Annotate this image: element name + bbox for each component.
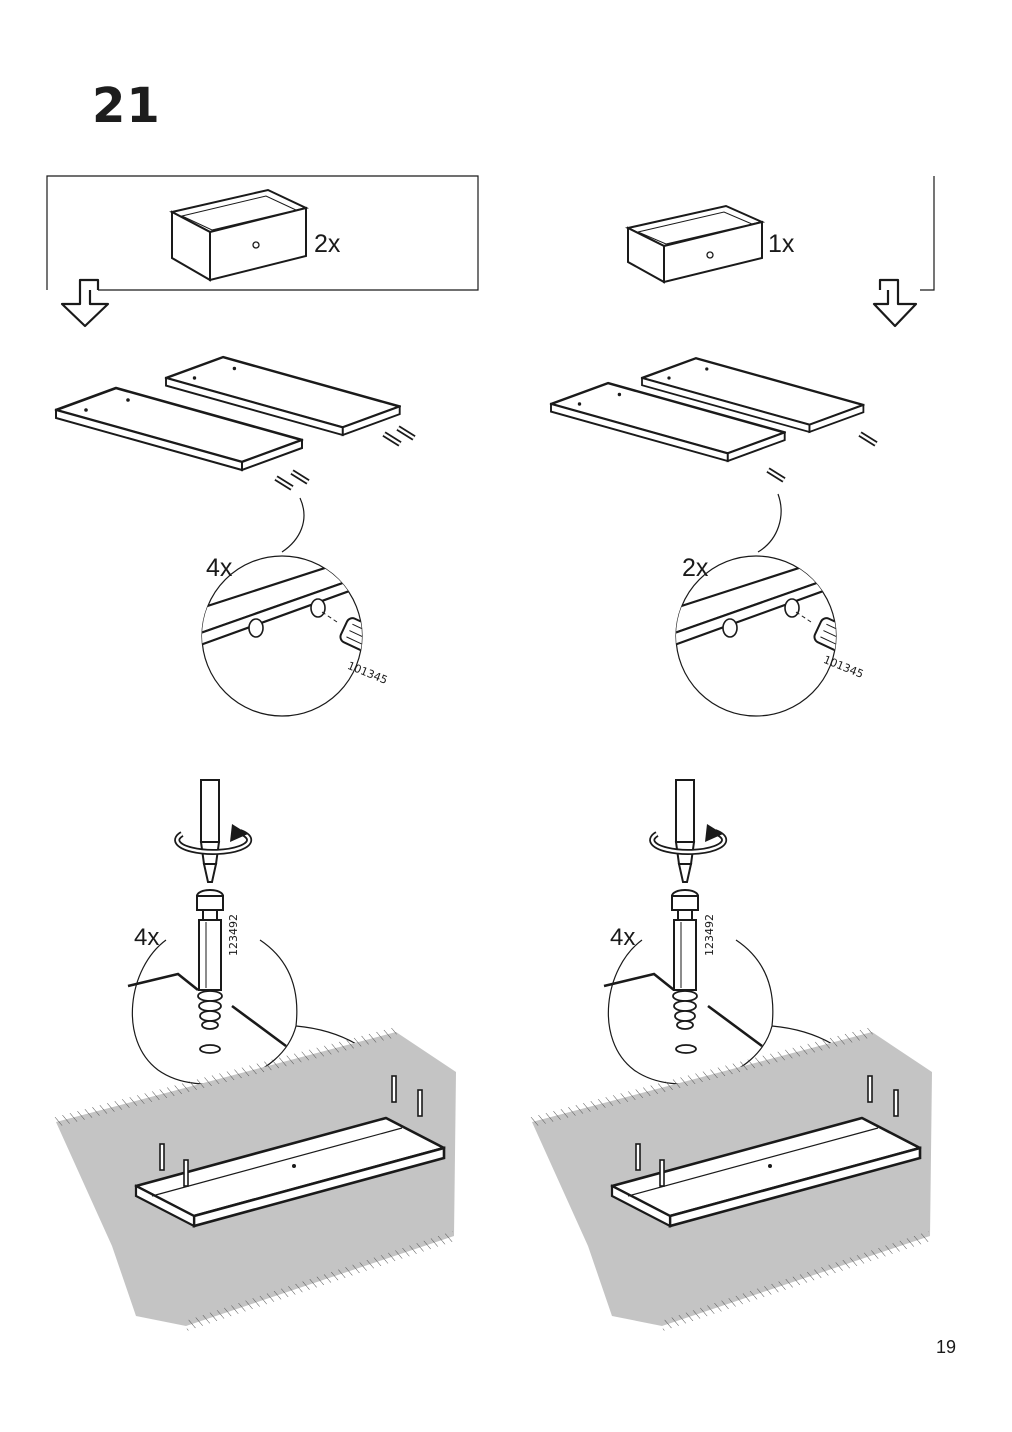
screwdriver-icon <box>652 780 724 1029</box>
right-drawer-callout <box>625 176 935 328</box>
page-number: 19 <box>935 1337 956 1357</box>
right-drawer-quantity: 1x <box>768 230 795 258</box>
left-drawer-callout <box>46 175 479 328</box>
carpet-icon <box>56 1032 456 1326</box>
carpet-icon <box>532 1032 932 1326</box>
drawer-icon <box>625 204 766 284</box>
left-boards <box>54 355 416 553</box>
left-dowel-quantity: 4x <box>206 554 233 582</box>
left-cam-quantity: 4x <box>134 924 160 951</box>
screwdriver-icon <box>177 780 249 1029</box>
arrow-down-icon <box>872 278 918 328</box>
step-number: 21 <box>92 78 161 134</box>
left-cam-part-number: 123492 <box>227 914 240 956</box>
arrow-down-icon <box>60 278 110 328</box>
cam-bolt-icon <box>127 939 395 1087</box>
right-dowel-quantity: 2x <box>682 554 709 582</box>
left-drawer-quantity: 2x <box>314 230 341 258</box>
right-boards <box>549 357 878 553</box>
right-cam-quantity: 4x <box>610 924 636 951</box>
right-cam-part-number: 123492 <box>703 914 716 956</box>
drawer-icon <box>169 188 309 282</box>
